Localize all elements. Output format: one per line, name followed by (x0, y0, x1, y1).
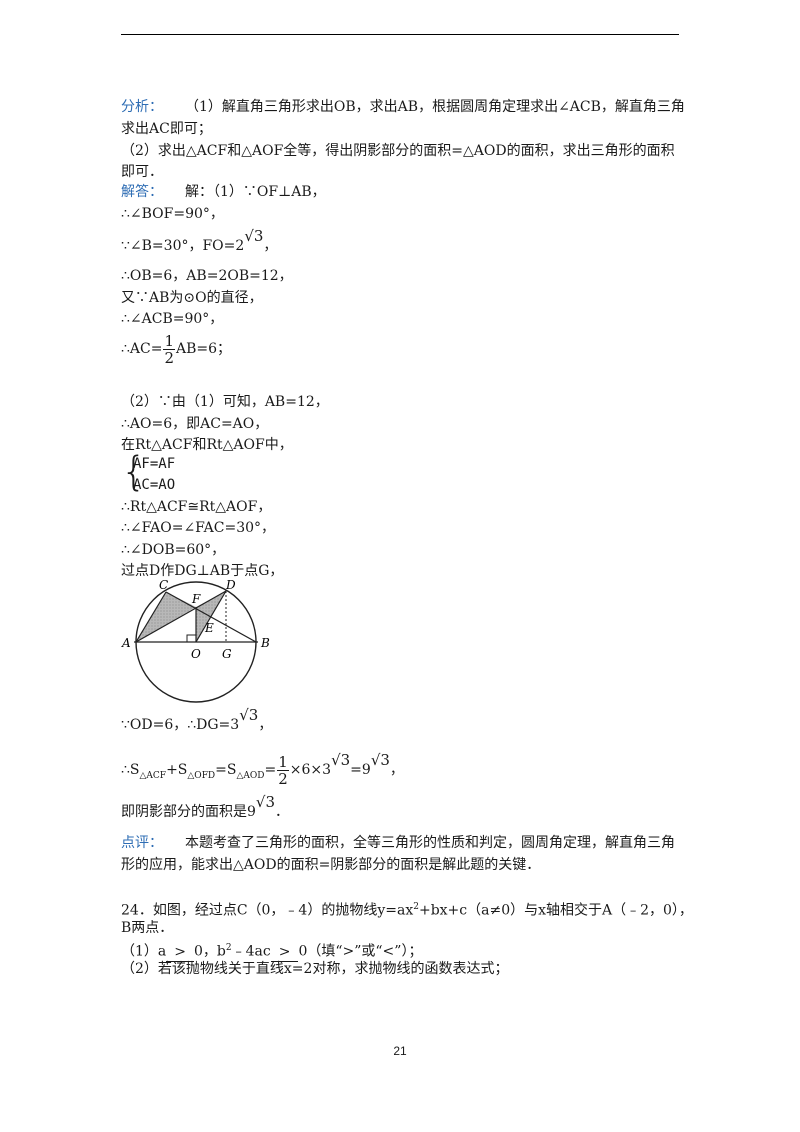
point-label-f: F (191, 592, 201, 606)
sqrt-radicand: 3 (253, 227, 264, 245)
page-number: 21 (393, 1044, 407, 1058)
point-label-g: G (222, 647, 232, 661)
segment-ac (135, 591, 167, 643)
solution-line-4: ∴OB=6，AB=2OB=12， (121, 268, 293, 284)
solution-line-6: ∴∠ACB=90°， (121, 311, 224, 327)
analysis-line-4: 即可． (121, 164, 163, 180)
solution-part2-line-5: ∴∠FAO=∠FAC=30°， (121, 520, 276, 536)
solution-part2-line-7: 过点D作DG⊥AB于点G， (121, 563, 284, 579)
review-label: 点评： (121, 835, 163, 851)
analysis-label: 分析： (121, 99, 163, 115)
analysis-line-2: 求出AC即可； (121, 121, 212, 137)
solution-part2-line-4: ∴Rt△ACF≅Rt△AOF， (121, 499, 272, 515)
solution-conclusion: 即阴影部分的面积是9√3． (121, 793, 290, 820)
solution-line-1: 解答：解：（1）∵OF⊥AB， (121, 184, 326, 200)
question-24-line-2: B两点． (121, 920, 174, 936)
analysis-line-3: （2）求出△ACF和△AOF全等，得出阴影部分的面积=△AOD的面积，求出三角形… (121, 143, 675, 159)
question-24-line-1: 24．如图，经过点C（0，﹣4）的抛物线y=ax2+bx+c（a≠0）与x轴相交… (121, 902, 693, 919)
geometry-figure: A B O G C D F E (121, 580, 270, 703)
point-label-e: E (204, 621, 214, 635)
analysis-line-1: 分析：（1）解直角三角形求出OB，求出AB，根据圆周角定理求出∠ACB，解直角三… (121, 99, 685, 115)
point-label-c: C (159, 580, 168, 592)
point-label-b: B (260, 636, 270, 650)
solution-part2-line-6: ∴∠DOB=60°， (121, 542, 226, 558)
question-24-line-4: （2）若该抛物线关于直线x=2对称，求抛物线的函数表达式； (121, 961, 509, 977)
segment-ad (135, 590, 227, 643)
segment-od (195, 590, 227, 643)
header-rule (121, 34, 679, 35)
question-24-line-3: （1）a>0，b2﹣4ac>0（填“>”或“<”）； (121, 943, 423, 962)
shaded-triangle-acf (136, 592, 196, 642)
system-row-1: AF=AF (133, 456, 176, 472)
review-line-2: 形的应用，能求出△AOD的面积=阴影部分的面积是解此题的关键． (121, 857, 541, 873)
right-angle-mark (186, 634, 196, 642)
review-line-1: 点评：本题考查了三角形的面积，全等三角形的性质和判定，圆周角定理，解直角三角 (121, 835, 675, 851)
solution-part2-line-2: ∴AO=6，即AC=AO， (121, 416, 269, 432)
point-label-a: A (121, 636, 131, 650)
answer-blank-2: > (270, 943, 299, 962)
solution-part2-line-3: 在Rt△ACF和Rt△AOF中， (121, 437, 293, 453)
solution-line-5: 又∵AB为⊙O的直径， (121, 290, 263, 306)
brace-icon: { (121, 449, 147, 495)
solution-part2-line-8: ∵OD=6，∴DG=3√3， (121, 706, 273, 733)
solution-line-3: ∵∠B=30°，FO=2√3， (121, 227, 278, 254)
point-label-o: O (191, 647, 201, 661)
solution-part2-line-1: （2）∵由（1）可知，AB=12， (121, 394, 329, 410)
system-row-2: AC=AO (133, 477, 176, 493)
point-label-d: D (225, 580, 236, 592)
solution-label: 解答： (121, 184, 163, 200)
solution-line-2: ∴∠BOF=90°， (121, 206, 224, 222)
answer-blank-1: > (166, 943, 194, 962)
